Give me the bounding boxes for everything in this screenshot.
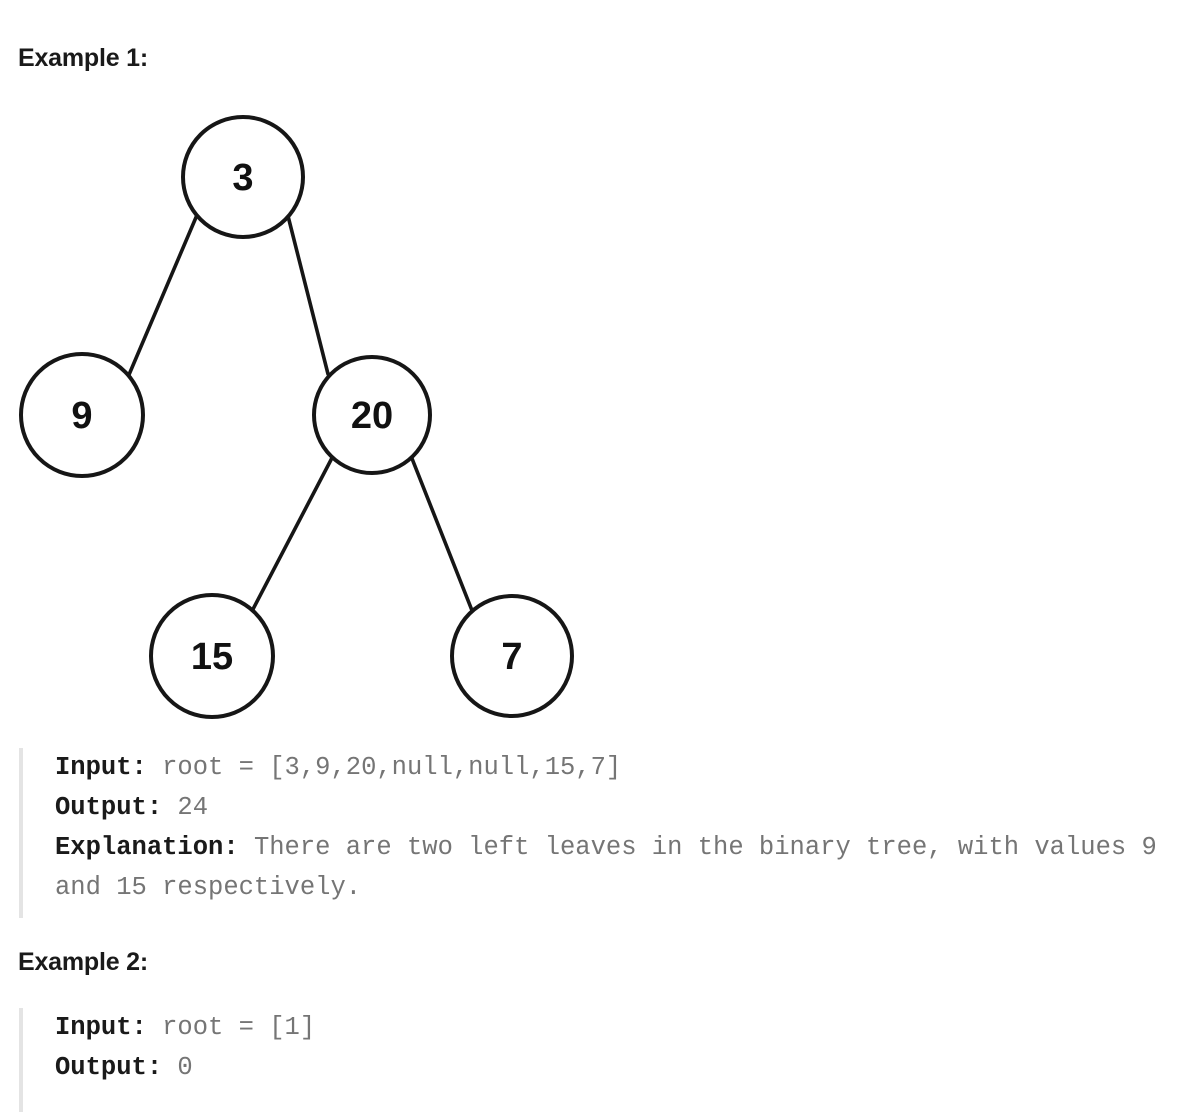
- binary-tree-figure: 3 9 20 15 7: [0, 95, 620, 735]
- tree-node-7-circle: [450, 594, 574, 718]
- tree-edge-3-20: [286, 214, 330, 376]
- tree-node-15-label: 15: [191, 636, 233, 678]
- tree-node-20-label: 20: [351, 395, 393, 437]
- example-2-code-block: Input: root = [1] Output: 0: [19, 1008, 1179, 1112]
- example-1-heading: Example 1:: [18, 44, 149, 72]
- tree-node-3: 3: [181, 115, 305, 239]
- output-value: 24: [162, 793, 209, 822]
- input-label: Input:: [55, 1013, 147, 1042]
- tree-node-15: 15: [149, 593, 275, 719]
- binary-tree-svg: 3 9 20 15 7: [19, 115, 574, 719]
- example-1-explanation-line: Explanation: There are two left leaves i…: [55, 828, 1179, 908]
- example-2-input-line: Input: root = [1]: [55, 1008, 1179, 1048]
- tree-node-20: 20: [312, 355, 432, 475]
- output-value: 0: [162, 1053, 193, 1082]
- explanation-label: Explanation:: [55, 833, 239, 862]
- example-1-input-line: Input: root = [3,9,20,null,null,15,7]: [55, 748, 1179, 788]
- tree-node-3-label: 3: [232, 157, 253, 199]
- tree-node-7-label: 7: [501, 636, 522, 678]
- tree-node-9-circle: [19, 352, 145, 478]
- tree-edge-20-15: [249, 454, 335, 615]
- input-label: Input:: [55, 753, 147, 782]
- example-2-output-line: Output: 0: [55, 1048, 1179, 1088]
- tree-node-9-label: 9: [71, 395, 92, 437]
- example-1-code-block: Input: root = [3,9,20,null,null,15,7] Ou…: [19, 748, 1179, 918]
- tree-node-7: 7: [450, 594, 574, 718]
- tree-node-3-circle: [181, 115, 305, 239]
- output-label: Output:: [55, 793, 163, 822]
- input-value: root = [1]: [146, 1013, 316, 1042]
- explanation-value: There are two left leaves in the binary …: [55, 833, 1173, 902]
- example-2-heading: Example 2:: [18, 948, 149, 976]
- tree-edge-20-7: [409, 454, 475, 615]
- input-value: root = [3,9,20,null,null,15,7]: [146, 753, 622, 782]
- tree-node-20-circle: [312, 355, 432, 475]
- output-label: Output:: [55, 1053, 163, 1082]
- tree-edge-3-9: [126, 213, 199, 379]
- tree-node-9: 9: [19, 352, 145, 478]
- tree-node-15-circle: [149, 593, 275, 719]
- example-1-output-line: Output: 24: [55, 788, 1179, 828]
